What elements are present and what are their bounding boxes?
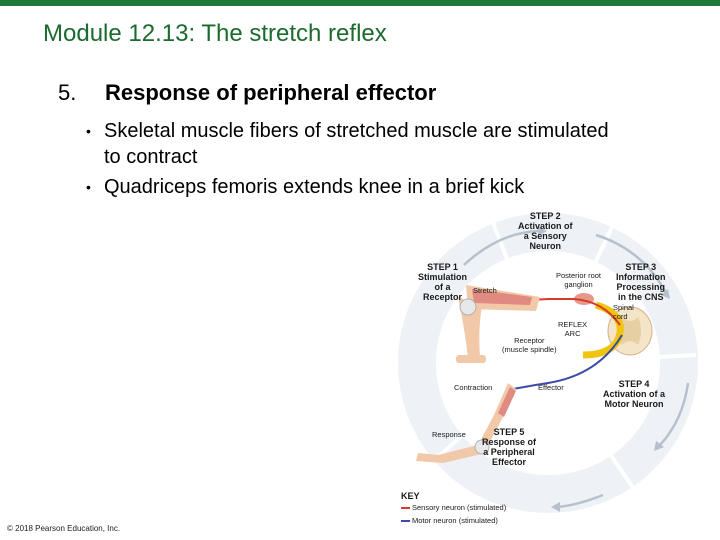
bullet-item: • Quadriceps femoris extends knee in a br… xyxy=(86,174,626,200)
top-accent-bar xyxy=(0,0,720,6)
motor-swatch-icon xyxy=(401,520,410,523)
cycle-arrowheads xyxy=(538,226,670,512)
sensory-swatch-icon xyxy=(401,507,410,510)
slide-title: Module 12.13: The stretch reflex xyxy=(43,20,387,47)
bullet-dot-icon: • xyxy=(86,179,91,195)
copyright-notice: © 2018 Pearson Education, Inc. xyxy=(7,524,121,533)
motor-neuron-path xyxy=(507,334,623,391)
reflex-arc-path xyxy=(582,301,624,359)
upper-leg xyxy=(456,285,540,363)
stretch-label: Stretch xyxy=(473,286,497,295)
point-heading: Response of peripheral effector xyxy=(105,80,437,105)
receptor-label: Receptor(muscle spindle) xyxy=(502,336,557,354)
effector-label: Effector xyxy=(538,383,564,392)
bullet-dot-icon: • xyxy=(86,123,91,139)
lower-leg xyxy=(416,383,516,463)
bullet-list: • Skeletal muscle fibers of stretched mus… xyxy=(86,118,626,204)
key-motor: Motor neuron (stimulated) xyxy=(401,516,498,525)
bullet-item: • Skeletal muscle fibers of stretched mus… xyxy=(86,118,626,170)
point-number: 5. xyxy=(58,80,77,105)
response-label: Response xyxy=(432,430,466,439)
cycle-arrows xyxy=(463,229,690,509)
key-sensory: Sensory neuron (stimulated) xyxy=(401,503,506,512)
bullet-text: Skeletal muscle fibers of stretched musc… xyxy=(104,120,609,168)
key-title: KEY xyxy=(401,491,420,501)
bullet-text: Quadriceps femoris extends knee in a bri… xyxy=(104,176,525,198)
point-heading-row: 5. Response of peripheral effector xyxy=(58,80,436,106)
contraction-label: Contraction xyxy=(454,383,493,392)
reflex-illustration xyxy=(398,213,698,513)
